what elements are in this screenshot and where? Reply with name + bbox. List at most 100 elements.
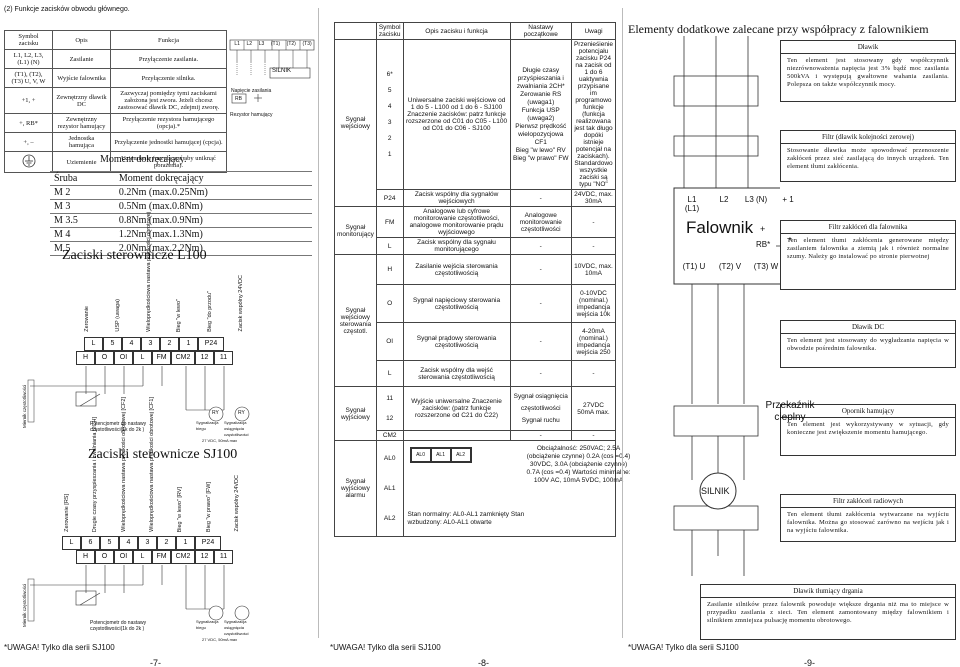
label-l3: L3	[258, 41, 265, 47]
terminal: L	[133, 351, 152, 365]
table-row: Śruba Moment dokręcający	[50, 171, 312, 186]
symbol: AL2	[383, 514, 396, 522]
l100-terminal-row-1: L 5 4 3 2 1 P24	[84, 337, 224, 351]
sj100-terminal-row-2: H O OI L FM CM2 12 11	[76, 550, 233, 564]
terminal: L	[84, 337, 103, 351]
l100-label: Zacisk wspólny 24VDC	[237, 275, 244, 332]
terminal: 11	[214, 351, 233, 365]
group-wejsciowy-sterowania: Sygnał wejściowy sterowania częstotl.	[334, 254, 377, 387]
l100-supply: 27 VDC, 50mA max	[202, 438, 238, 443]
torque-screw: M 3.5	[50, 213, 115, 228]
cell-symbol: +1, +	[4, 87, 53, 114]
table-row: Sygnał wejściowy 6* 5 4 3 2 1 Uniwersaln…	[334, 39, 617, 207]
zasilanie-label: Napięcie zasilania	[231, 88, 272, 94]
in-desc: Uniwersalne zaciski wejściowe od 1 do 5 …	[402, 39, 511, 190]
l100-potencjometr-label: Potencjometr do nastawy częstotliwości(1…	[90, 421, 147, 433]
l100-function-labels: Zerowanie USP (uwaga) Wieloprędkościowa …	[84, 212, 244, 332]
o-desc: Sygnał napięciowy sterowania częstotliwo…	[402, 284, 511, 323]
l-desc: Zacisk wspólny dla sygnału monitorująceg…	[402, 237, 511, 255]
col-header-symbol: Symbol zacisku	[375, 22, 404, 40]
cell-funkcja: Przyłączenie jednostki hamującej (cpcja)…	[110, 132, 227, 152]
o-default: -	[509, 284, 572, 323]
symbols-in: 6* 5 4 3 2 1	[375, 39, 404, 190]
symbol-o: O	[375, 284, 404, 323]
symbol-p24: P24	[375, 189, 404, 207]
torque-screw: M 5	[50, 241, 115, 256]
label-t2: (T2)	[286, 41, 296, 47]
symbol: 5	[387, 86, 392, 94]
terminal: 6	[81, 536, 100, 550]
box-title: Filtr (dławik kolejności zerowej)	[781, 131, 955, 144]
default: Pierwsz prędkość wielopozycjowa CF1	[515, 122, 567, 146]
box-text: Zasilanie silników przez falownik powodu…	[707, 601, 949, 624]
page-number: -8-	[478, 658, 489, 667]
terminal: OI	[114, 351, 133, 365]
cell-symbol: (T1), (T2), (T3) U, V, W	[4, 68, 53, 88]
terminal: 3	[141, 337, 160, 351]
out-defaults: Sygnał osiągnięcia częstotliwości Sygnał…	[509, 386, 572, 431]
symbol: 1	[387, 150, 392, 158]
box-title: Dławik DC	[781, 321, 955, 334]
main-terminals-table: Symbol zacisku Opis Funkcja L1, L2, L3, …	[4, 30, 227, 173]
terminal: H	[76, 550, 95, 564]
cm2-desc	[402, 430, 511, 441]
torque-screw: M 2	[50, 185, 115, 200]
cell-symbol: L1, L2, L3, (L1) (N)	[4, 49, 53, 69]
fm-default: Analogowe monitorowanie częstotliwości	[509, 206, 572, 238]
box-title: Opornik hamujący	[781, 405, 955, 418]
l100-ry-label-2: RY	[238, 410, 245, 416]
falownik-bottom-terms: (T1) U (T2) V (T3) W	[680, 262, 780, 271]
symbol: 4	[387, 102, 392, 110]
box-dlawik-dc: Dławik DC Ten element jest stosowany do …	[780, 320, 956, 368]
box-text: Ten element tłumi zakłócenia wytwarzane …	[787, 511, 949, 534]
l100-miernik-label: Miernik częstotliwości	[22, 384, 27, 428]
default: Funkcja USP (uwaga2)	[521, 106, 560, 122]
oi-desc: Sygnał prądowy sterowania częstotliwości…	[402, 322, 511, 361]
table-row: +, – Jednostka hamująca Przyłączenie jed…	[4, 132, 227, 152]
terminal: 1	[179, 337, 198, 351]
page-heading: (2) Funkcje zacisków obwodu głównego.	[4, 6, 130, 13]
terminal: O	[95, 351, 114, 365]
box-filtr-zerowej: Filtr (dławik kolejności zerowej) Stosow…	[780, 130, 956, 182]
cell-opis: Zewnętrzny dławik DC	[52, 87, 111, 114]
main-circuit-diagram	[229, 39, 315, 104]
l100-label: Bieg "do przodu"	[207, 291, 214, 332]
o-notes: 0-10VDC (nominal.) impedancja wejścia 10…	[570, 284, 617, 323]
table-row: Symbol zacisku Opis zacisku i funkcja Na…	[334, 22, 617, 40]
cm2-default: -	[509, 430, 572, 441]
sj100-label: Zacisk wspólny 24VDC	[233, 475, 240, 532]
in-defaults: Długie czasy przyśpieszania i zwalniania…	[509, 39, 572, 190]
col-header-funkcja: Funkcja	[110, 30, 227, 50]
al-terminal-block: AL0 AL1 AL2	[409, 447, 472, 463]
label-l2: L2	[246, 41, 253, 47]
page-divider	[622, 8, 623, 638]
box-title: Filtr zakłóceń radiowych	[781, 495, 955, 508]
cell-symbol: +, –	[4, 132, 53, 152]
terminal: 1	[176, 536, 195, 550]
terminal: 12	[195, 351, 214, 365]
cell-funkcja: Przyłączenie silnika.	[110, 68, 227, 88]
sj100-terminal-row-1: L 6 5 4 3 2 1 P24	[62, 536, 221, 550]
l2-notes: -	[570, 360, 617, 387]
sj100-supply: 27 VDC, 50mA max	[202, 637, 238, 642]
l100-sygn-czest: Sygnalizacja osiągnięcia częstotliwości	[224, 420, 249, 437]
l100-terminal-row-2: H O OI L FM CM2 12 11	[76, 351, 233, 365]
p24-notes: 24VDC, max. 30mA	[570, 189, 617, 207]
box-filtr-zaklocen: Filtr zakłóceń dla falownika Ten element…	[780, 220, 956, 290]
col-header-blank	[334, 22, 377, 40]
box-dlawik: Dławik Ten element jest stosowany gdy ws…	[780, 40, 956, 102]
l100-label: Zerowanie	[84, 306, 90, 332]
terminal: 2	[157, 536, 176, 550]
fm-notes: -	[570, 206, 617, 238]
col-header-opis: Opis	[52, 30, 111, 50]
rb-label: RB*	[756, 240, 771, 249]
cell-opis: Jednostka hamująca	[52, 132, 111, 152]
out-desc: Wyjście uniwersalne Znaczenie zacisków: …	[402, 386, 511, 431]
table-row: L1, L2, L3, (L1) (N) Zasilanie Przyłącze…	[4, 49, 227, 69]
term-label: (T3) W	[753, 262, 779, 271]
out-notes: 27VDC 50mA max.	[570, 386, 617, 431]
